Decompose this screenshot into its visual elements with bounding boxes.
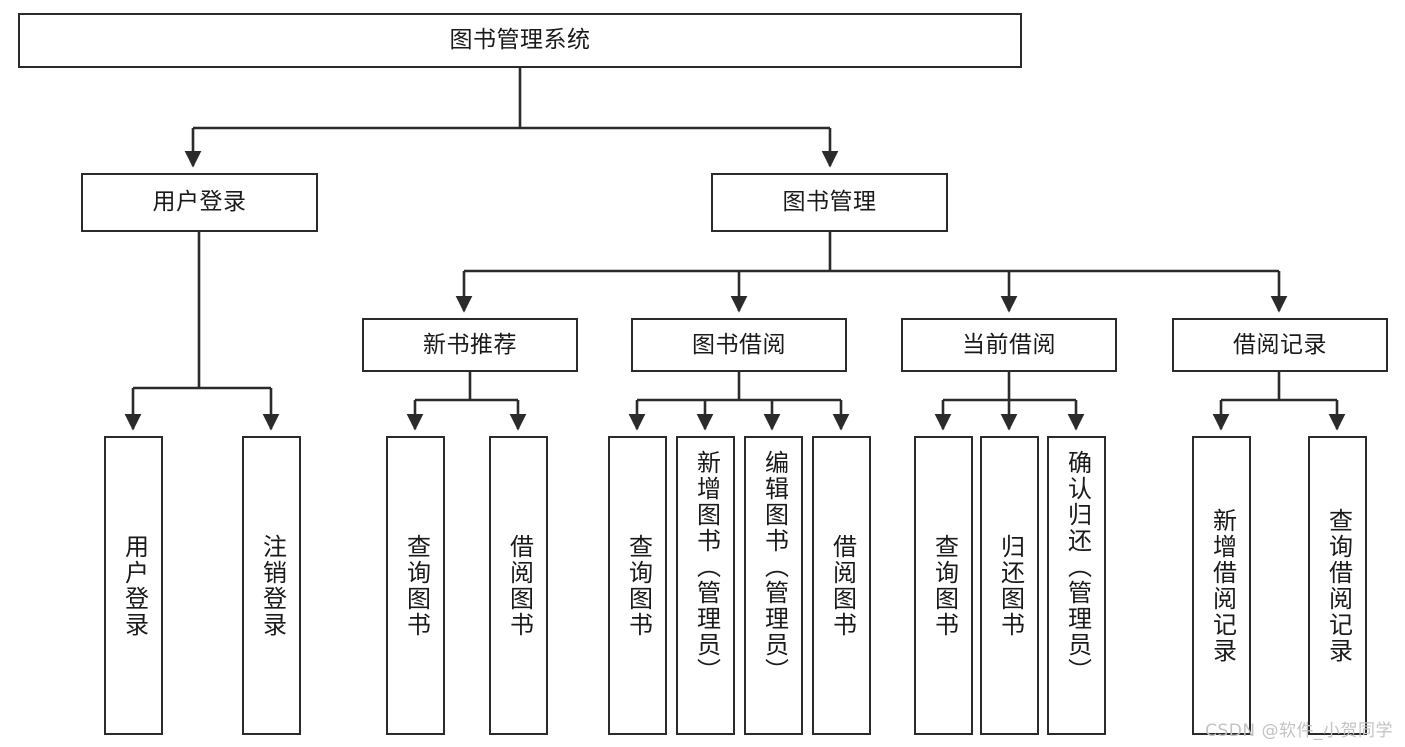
node-leaf-confirm-return-label: 确认归还（管理员）: [1063, 450, 1092, 684]
node-borrow-record-label: 借阅记录: [1233, 331, 1327, 358]
node-leaf-return-book[interactable]: 归还图书: [980, 436, 1039, 735]
node-leaf-logout-login-label: 注销登录: [258, 533, 287, 638]
node-leaf-query-book-1[interactable]: 查询图书: [386, 436, 445, 735]
node-leaf-add-record[interactable]: 新增借阅记录: [1192, 436, 1251, 735]
node-root[interactable]: 图书管理系统: [18, 13, 1022, 68]
node-new-book-recommend-label: 新书推荐: [423, 331, 517, 358]
node-book-borrow[interactable]: 图书借阅: [631, 318, 847, 372]
node-leaf-borrow-book-1-label: 借阅图书: [505, 533, 534, 638]
node-leaf-borrow-book-2[interactable]: 借阅图书: [812, 436, 871, 735]
node-leaf-query-book-2-label: 查询图书: [624, 533, 653, 638]
node-leaf-add-record-label: 新增借阅记录: [1208, 507, 1237, 664]
node-leaf-query-book-2[interactable]: 查询图书: [608, 436, 667, 735]
node-borrow-record[interactable]: 借阅记录: [1172, 318, 1388, 372]
node-leaf-return-book-label: 归还图书: [996, 533, 1025, 638]
node-leaf-user-login[interactable]: 用户登录: [104, 436, 163, 735]
node-leaf-edit-book-label: 编辑图书（管理员）: [760, 450, 789, 684]
node-leaf-query-record-label: 查询借阅记录: [1324, 507, 1353, 664]
node-leaf-confirm-return[interactable]: 确认归还（管理员）: [1047, 436, 1106, 735]
node-user-login-label: 用户登录: [152, 189, 247, 216]
node-leaf-edit-book[interactable]: 编辑图书（管理员）: [744, 436, 803, 735]
node-root-label: 图书管理系统: [449, 27, 591, 54]
node-current-borrow-label: 当前借阅: [962, 331, 1056, 358]
node-book-borrow-label: 图书借阅: [692, 331, 786, 358]
node-leaf-add-book[interactable]: 新增图书（管理员）: [676, 436, 735, 735]
node-leaf-borrow-book-2-label: 借阅图书: [828, 533, 857, 638]
node-book-manage-label: 图书管理: [782, 189, 877, 216]
node-book-manage[interactable]: 图书管理: [711, 173, 948, 232]
node-leaf-user-login-label: 用户登录: [120, 533, 149, 638]
node-user-login[interactable]: 用户登录: [81, 173, 318, 232]
node-leaf-logout-login[interactable]: 注销登录: [242, 436, 301, 735]
node-leaf-add-book-label: 新增图书（管理员）: [692, 450, 721, 684]
csdn-watermark: CSDN @软件_小贺同学: [1205, 721, 1393, 741]
node-leaf-query-book-3-label: 查询图书: [930, 533, 959, 638]
node-leaf-query-book-3[interactable]: 查询图书: [914, 436, 973, 735]
node-current-borrow[interactable]: 当前借阅: [901, 318, 1117, 372]
node-new-book-recommend[interactable]: 新书推荐: [362, 318, 578, 372]
node-leaf-borrow-book-1[interactable]: 借阅图书: [489, 436, 548, 735]
node-leaf-query-record[interactable]: 查询借阅记录: [1308, 436, 1367, 735]
node-leaf-query-book-1-label: 查询图书: [402, 533, 431, 638]
